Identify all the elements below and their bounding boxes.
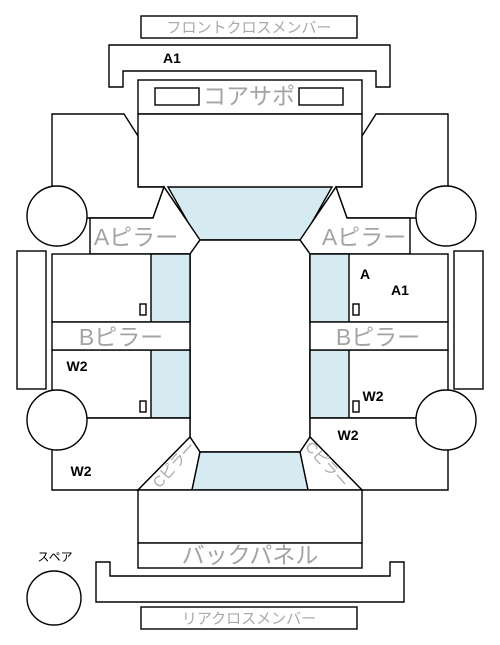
back-panel-label: バックパネル bbox=[182, 542, 319, 568]
rear-cross-member bbox=[140, 606, 358, 630]
damage-mark-w2-right-mid: W2 bbox=[363, 388, 384, 404]
door-handle-front-right bbox=[352, 303, 360, 316]
window-rear-left bbox=[150, 349, 191, 419]
trunk-lid bbox=[137, 489, 363, 544]
b-pillar-left-label: Bピラー bbox=[79, 324, 163, 350]
damage-mark-a1-right: A1 bbox=[391, 282, 409, 298]
b-pillar-left bbox=[51, 321, 191, 351]
back-panel bbox=[137, 542, 363, 569]
front-cross-member bbox=[140, 15, 358, 39]
wheel-rear-right bbox=[415, 389, 477, 451]
wheel-front-left bbox=[26, 185, 88, 247]
core-support-label: コアサポ bbox=[203, 83, 295, 109]
door-handle-front-left bbox=[139, 303, 147, 316]
damage-mark-w2-left-lower: W2 bbox=[71, 463, 92, 479]
b-pillar-right-label: Bピラー bbox=[336, 324, 420, 350]
a-pillar-right-label: Aピラー bbox=[322, 224, 406, 250]
wheel-front-right bbox=[415, 185, 477, 247]
door-handle-rear-right bbox=[352, 400, 360, 413]
wheel-rear-left bbox=[26, 389, 88, 451]
spare-tire bbox=[26, 570, 82, 626]
rear-window bbox=[191, 451, 309, 491]
roof-panel bbox=[189, 239, 311, 453]
rear-cross-member-label: リアクロスメンバー bbox=[182, 611, 316, 628]
rocker-panel-right bbox=[453, 250, 484, 390]
a-pillar-left-label: Aピラー bbox=[94, 224, 178, 250]
rear-bumper-outline bbox=[95, 561, 405, 603]
rocker-panel-left bbox=[16, 250, 47, 390]
window-front-right bbox=[309, 253, 350, 323]
damage-mark-w2-left-mid: W2 bbox=[67, 358, 88, 374]
headlight-left bbox=[154, 87, 200, 106]
window-rear-right bbox=[309, 349, 350, 419]
damage-mark-a1-front: A1 bbox=[163, 50, 181, 66]
front-bumper-outline bbox=[108, 44, 391, 88]
headlight-right bbox=[298, 87, 344, 106]
b-pillar-right bbox=[309, 321, 449, 351]
window-front-left bbox=[150, 253, 191, 323]
spare-label: スペア bbox=[37, 550, 72, 564]
door-handle-rear-left bbox=[139, 400, 147, 413]
damage-mark-a-right: A bbox=[360, 266, 370, 282]
damage-mark-w2-right-lower: W2 bbox=[338, 427, 359, 443]
front-cross-member-label: フロントクロスメンバー bbox=[166, 20, 331, 37]
